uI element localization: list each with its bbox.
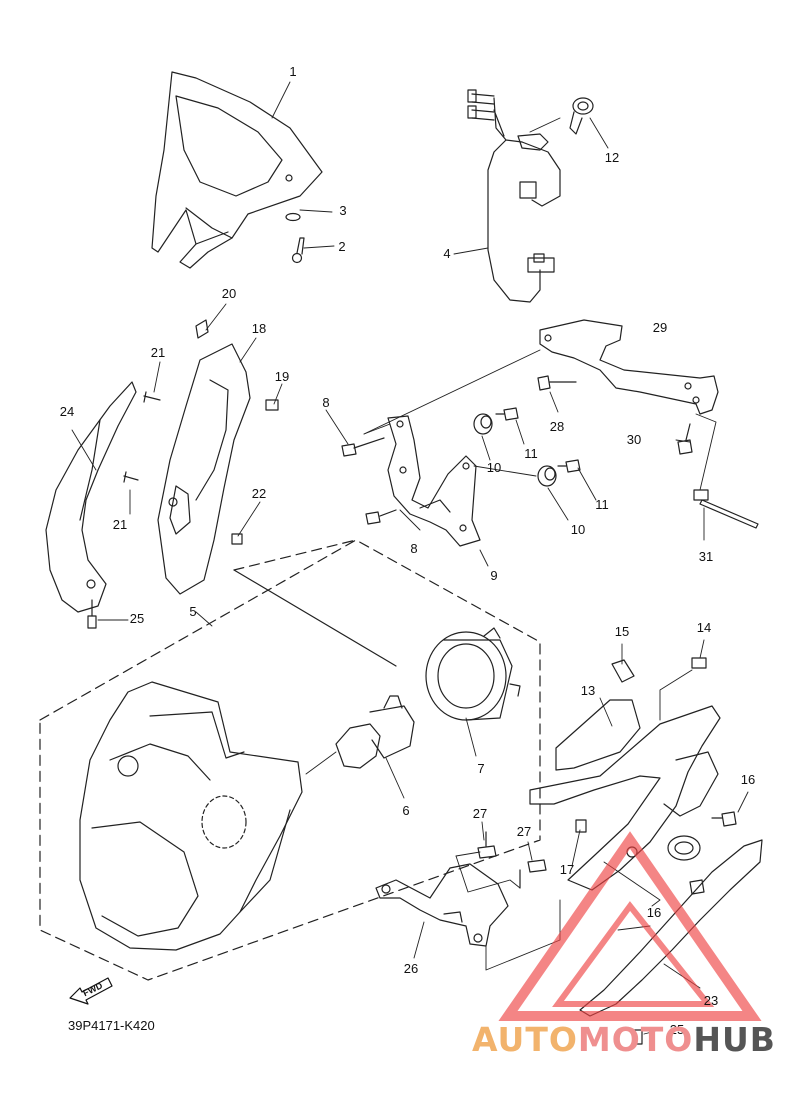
callout-numbers: 1 2 3 4 12 20 18 21 19 24 21 22 25 5 8 1…	[60, 64, 755, 1037]
callout-22: 22	[252, 486, 266, 501]
part-nut-14	[691, 657, 707, 669]
callout-30: 30	[627, 432, 641, 447]
callout-10a: 10	[487, 460, 501, 475]
callout-12: 12	[605, 150, 619, 165]
callout-3: 3	[339, 203, 346, 218]
part-fastener-20	[195, 319, 209, 339]
washer-3	[285, 212, 301, 222]
callout-25b: 25	[670, 1022, 684, 1037]
screws-16	[689, 811, 737, 895]
callout-21a: 21	[151, 345, 165, 360]
part-bracket-9	[387, 415, 481, 547]
callout-27b: 27	[517, 824, 531, 839]
callout-24: 24	[60, 404, 74, 419]
screw-25b	[633, 1029, 643, 1045]
grommets-10	[473, 413, 557, 487]
part-clamp-12	[569, 97, 594, 135]
part-bracket-26	[375, 863, 509, 947]
part-wire-harness	[467, 89, 561, 303]
callout-26: 26	[404, 961, 418, 976]
callout-17: 17	[560, 862, 574, 877]
callout-20: 20	[222, 286, 236, 301]
part-socket-7	[425, 627, 521, 721]
screws-8	[341, 437, 397, 525]
callout-16b: 16	[647, 905, 661, 920]
assembly-boundary-5	[39, 539, 541, 981]
part-nut-19	[265, 399, 279, 411]
callout-7: 7	[477, 761, 484, 776]
callout-19: 19	[275, 369, 289, 384]
watermark-auto: AUTO	[472, 1020, 578, 1059]
callout-2: 2	[338, 239, 345, 254]
bolt-30	[677, 423, 693, 455]
callout-11a: 11	[524, 446, 538, 461]
part-stay-29	[539, 319, 719, 415]
watermark-triangle	[498, 831, 762, 1021]
callout-8b: 8	[410, 541, 417, 556]
callout-10b: 10	[571, 522, 585, 537]
screw-2	[291, 237, 305, 264]
part-clip-17	[575, 819, 587, 833]
callout-27a: 27	[473, 806, 487, 821]
leader-lines	[71, 81, 749, 1035]
part-nut-22	[231, 533, 243, 545]
tie-31	[693, 489, 759, 529]
callout-8a: 8	[322, 395, 329, 410]
part-side-cover-24	[45, 381, 137, 613]
screw-28	[537, 375, 577, 391]
callout-25a: 25	[130, 611, 144, 626]
callout-23: 23	[704, 993, 718, 1008]
callout-29: 29	[653, 320, 667, 335]
callout-14: 14	[697, 620, 711, 635]
watermark-logo: AUTOMOTOHUB	[472, 1020, 776, 1059]
callout-6: 6	[402, 803, 409, 818]
part-headlight-housing	[79, 681, 303, 951]
screws-27	[477, 831, 547, 889]
bolts-11	[495, 407, 581, 473]
screws-21	[123, 391, 161, 483]
callout-18: 18	[252, 321, 266, 336]
part-windscreen	[151, 71, 323, 269]
part-clip-15	[611, 659, 635, 683]
callout-13: 13	[581, 683, 595, 698]
part-inner-panel-18	[157, 343, 251, 595]
callout-11b: 11	[595, 497, 609, 512]
callout-9: 9	[490, 568, 497, 583]
callout-21b: 21	[113, 517, 127, 532]
part-inner-cowl-13	[529, 699, 721, 891]
part-bulb-6	[335, 695, 415, 769]
callout-1: 1	[289, 64, 296, 79]
watermark-hub: HUB	[693, 1020, 776, 1059]
watermark-moto: MOTO	[577, 1020, 694, 1059]
callout-4: 4	[443, 246, 450, 261]
forward-arrow-icon: FWD	[69, 977, 113, 1005]
callout-15: 15	[615, 624, 629, 639]
callout-31: 31	[699, 549, 713, 564]
callout-5: 5	[189, 604, 196, 619]
screw-25a	[87, 599, 97, 629]
callout-28: 28	[550, 419, 564, 434]
callout-16a: 16	[741, 772, 755, 787]
diagram-code: 39P4171-K420	[68, 1018, 155, 1033]
